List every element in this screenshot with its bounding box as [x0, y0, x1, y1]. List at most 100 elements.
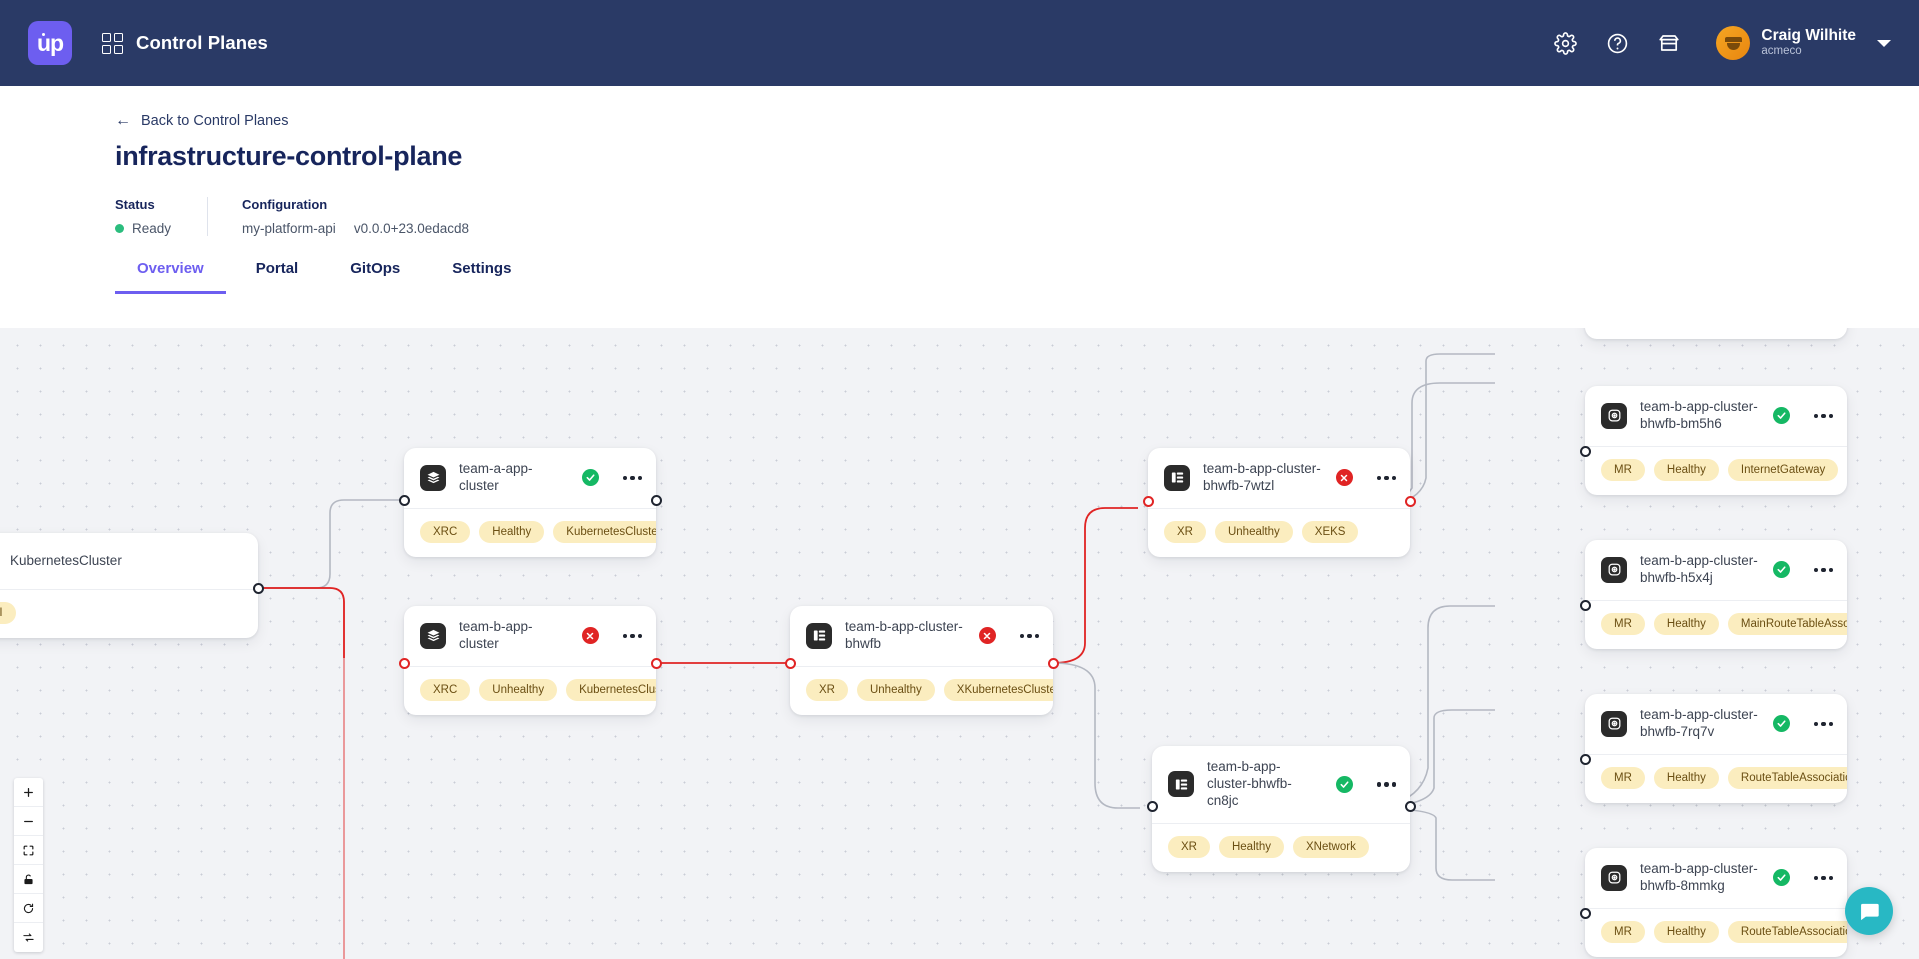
node-handle-left[interactable] — [399, 495, 410, 506]
node-handle-right[interactable] — [651, 495, 662, 506]
pill-type: XKubernetesCluster — [943, 678, 1053, 701]
node-menu-button[interactable] — [622, 475, 642, 481]
node-pills: XR Unhealthy XKubernetesCluster — [790, 665, 1053, 715]
upbound-logo[interactable]: up — [28, 21, 72, 65]
node-pills: XR Healthy XNetwork — [1152, 822, 1410, 872]
user-menu[interactable]: Craig Wilhite acmeco — [1716, 26, 1891, 60]
nav-control-planes[interactable]: Control Planes — [102, 32, 268, 54]
node-title: team-a-app-cluster — [459, 461, 533, 493]
graph-node-team-b-app-cluster-bhwfb[interactable]: team-b-app-cluster-bhwfb XR Unhealthy XK… — [790, 606, 1053, 715]
pill-type: KubernetesCluster — [553, 520, 656, 543]
composite-icon — [1168, 771, 1194, 798]
tab-portal[interactable]: Portal — [255, 260, 299, 277]
tab-overview[interactable]: Overview — [115, 260, 226, 294]
pill-status: Healthy — [1653, 458, 1719, 481]
node-menu-button[interactable] — [1813, 875, 1833, 881]
status-label: Status — [115, 197, 155, 212]
tab-gitops[interactable]: GitOps — [350, 260, 401, 277]
pill-kind: XRC — [420, 520, 471, 543]
node-pills: MR Healthy RouteTableAssociation — [1585, 753, 1847, 803]
chevron-down-icon[interactable] — [1877, 39, 1891, 47]
graph-node-partial-top[interactable] — [1585, 328, 1847, 339]
grid-icon — [102, 32, 123, 54]
node-handle-right[interactable] — [253, 583, 264, 594]
managed-icon — [1601, 402, 1627, 429]
graph-node-team-b-app-cluster-bhwfb-7rq7v[interactable]: team-b-app-cluster-bhwfb-7rq7v MR Health… — [1585, 694, 1847, 803]
pill-kind: MR — [1601, 612, 1645, 635]
meta-row: Status Ready Configuration my-platform-a… — [115, 197, 1919, 236]
node-title: team-b-app-cluster-bhwfb-8mmkg — [1640, 861, 1758, 893]
configuration-block: Configuration my-platform-api v0.0.0+23.… — [207, 197, 505, 236]
node-handle-left[interactable] — [785, 658, 796, 669]
node-menu-button[interactable] — [1813, 721, 1833, 727]
status-healthy-icon — [1772, 561, 1790, 579]
page-header: ← Back to Control Planes infrastructure-… — [0, 86, 1919, 328]
node-handle-left[interactable] — [1580, 908, 1591, 919]
graph-node-team-b-app-cluster-bhwfb-8mmkg[interactable]: team-b-app-cluster-bhwfb-8mmkg MR Health… — [1585, 848, 1847, 957]
status-healthy-icon — [1335, 775, 1353, 793]
node-menu-button[interactable] — [1813, 413, 1833, 419]
graph-node-team-b-app-cluster[interactable]: team-b-app-cluster XRC Unhealthy Kuberne… — [404, 606, 656, 715]
pill-kind: MR — [1601, 766, 1645, 789]
back-to-control-planes-link[interactable]: ← Back to Control Planes — [115, 113, 289, 130]
help-icon[interactable] — [1604, 30, 1630, 56]
composite-icon — [1164, 464, 1190, 491]
status-dot-icon — [115, 224, 124, 233]
resource-graph-canvas[interactable]: K KubernetesCluster API team-a-app-clust… — [0, 328, 1919, 959]
managed-icon — [1601, 710, 1627, 737]
refresh-icon[interactable] — [14, 894, 43, 923]
configuration-label: Configuration — [242, 197, 328, 212]
node-handle-left[interactable] — [1147, 801, 1158, 812]
node-title: team-b-app-cluster-bhwfb-7wtzl — [1203, 461, 1321, 493]
node-menu-button[interactable] — [1813, 567, 1833, 573]
node-pills — [1585, 328, 1847, 339]
pill-kind: API — [0, 602, 16, 624]
node-title: team-b-app-cluster-bhwfb-h5x4j — [1640, 553, 1758, 585]
graph-node-team-b-app-cluster-bhwfb-bm5h6[interactable]: team-b-app-cluster-bhwfb-bm5h6 MR Health… — [1585, 386, 1847, 495]
node-menu-button[interactable] — [1376, 782, 1396, 787]
status-unhealthy-icon — [978, 627, 996, 645]
node-pills: MR Healthy InternetGateway — [1585, 445, 1847, 495]
zoom-in-icon[interactable] — [14, 778, 43, 807]
gear-icon[interactable] — [1552, 30, 1578, 56]
node-header: team-b-app-cluster-bhwfb-7wtzl — [1148, 448, 1410, 508]
node-handle-left[interactable] — [399, 658, 410, 669]
pill-kind: MR — [1601, 920, 1645, 943]
user-name: Craig Wilhite — [1761, 27, 1856, 45]
status-healthy-icon — [581, 469, 599, 487]
pill-kind: MR — [1601, 458, 1645, 481]
chat-support-button[interactable] — [1845, 887, 1893, 935]
sync-icon[interactable] — [14, 923, 43, 952]
node-handle-right[interactable] — [651, 658, 662, 669]
zoom-out-icon[interactable] — [14, 807, 43, 836]
node-menu-button[interactable] — [622, 633, 642, 639]
node-handle-right[interactable] — [1048, 658, 1059, 669]
graph-node-team-b-app-cluster-bhwfb-h5x4j[interactable]: team-b-app-cluster-bhwfb-h5x4j MR Health… — [1585, 540, 1847, 649]
node-handle-left[interactable] — [1580, 754, 1591, 765]
pill-type: XEKS — [1301, 520, 1359, 543]
graph-node-team-b-app-cluster-bhwfb-7wtzl[interactable]: team-b-app-cluster-bhwfb-7wtzl XR Unheal… — [1148, 448, 1410, 557]
user-org: acmeco — [1761, 45, 1802, 58]
user-meta: Craig Wilhite acmeco — [1761, 27, 1856, 59]
node-menu-button[interactable] — [1019, 633, 1039, 639]
node-handle-right[interactable] — [1405, 801, 1416, 812]
node-handle-right[interactable] — [1405, 496, 1416, 507]
node-menu-button[interactable] — [1376, 475, 1396, 481]
node-handle-left[interactable] — [1580, 600, 1591, 611]
node-header: team-b-app-cluster-bhwfb-bm5h6 — [1585, 386, 1847, 446]
back-link-label: Back to Control Planes — [141, 113, 289, 129]
pill-type: MainRouteTableAssociation — [1727, 612, 1847, 635]
fit-view-icon[interactable] — [14, 836, 43, 865]
marketplace-icon[interactable] — [1656, 30, 1682, 56]
graph-node-kubernetescluster[interactable]: K KubernetesCluster API — [0, 533, 258, 638]
lock-icon[interactable] — [14, 865, 43, 894]
tab-settings[interactable]: Settings — [452, 260, 512, 277]
node-pills: API — [0, 589, 258, 638]
node-pills: XR Unhealthy XEKS — [1148, 507, 1410, 557]
graph-node-team-a-app-cluster[interactable]: team-a-app-cluster XRC Healthy Kubernete… — [404, 448, 656, 557]
node-handle-left[interactable] — [1143, 496, 1154, 507]
graph-node-team-b-app-cluster-bhwfb-cn8jc[interactable]: team-b-app-cluster-bhwfb-cn8jc XR Health… — [1152, 746, 1410, 872]
node-title: team-b-app-cluster-bhwfb-7rq7v — [1640, 707, 1758, 739]
managed-icon — [1601, 556, 1627, 583]
node-handle-left[interactable] — [1580, 446, 1591, 457]
